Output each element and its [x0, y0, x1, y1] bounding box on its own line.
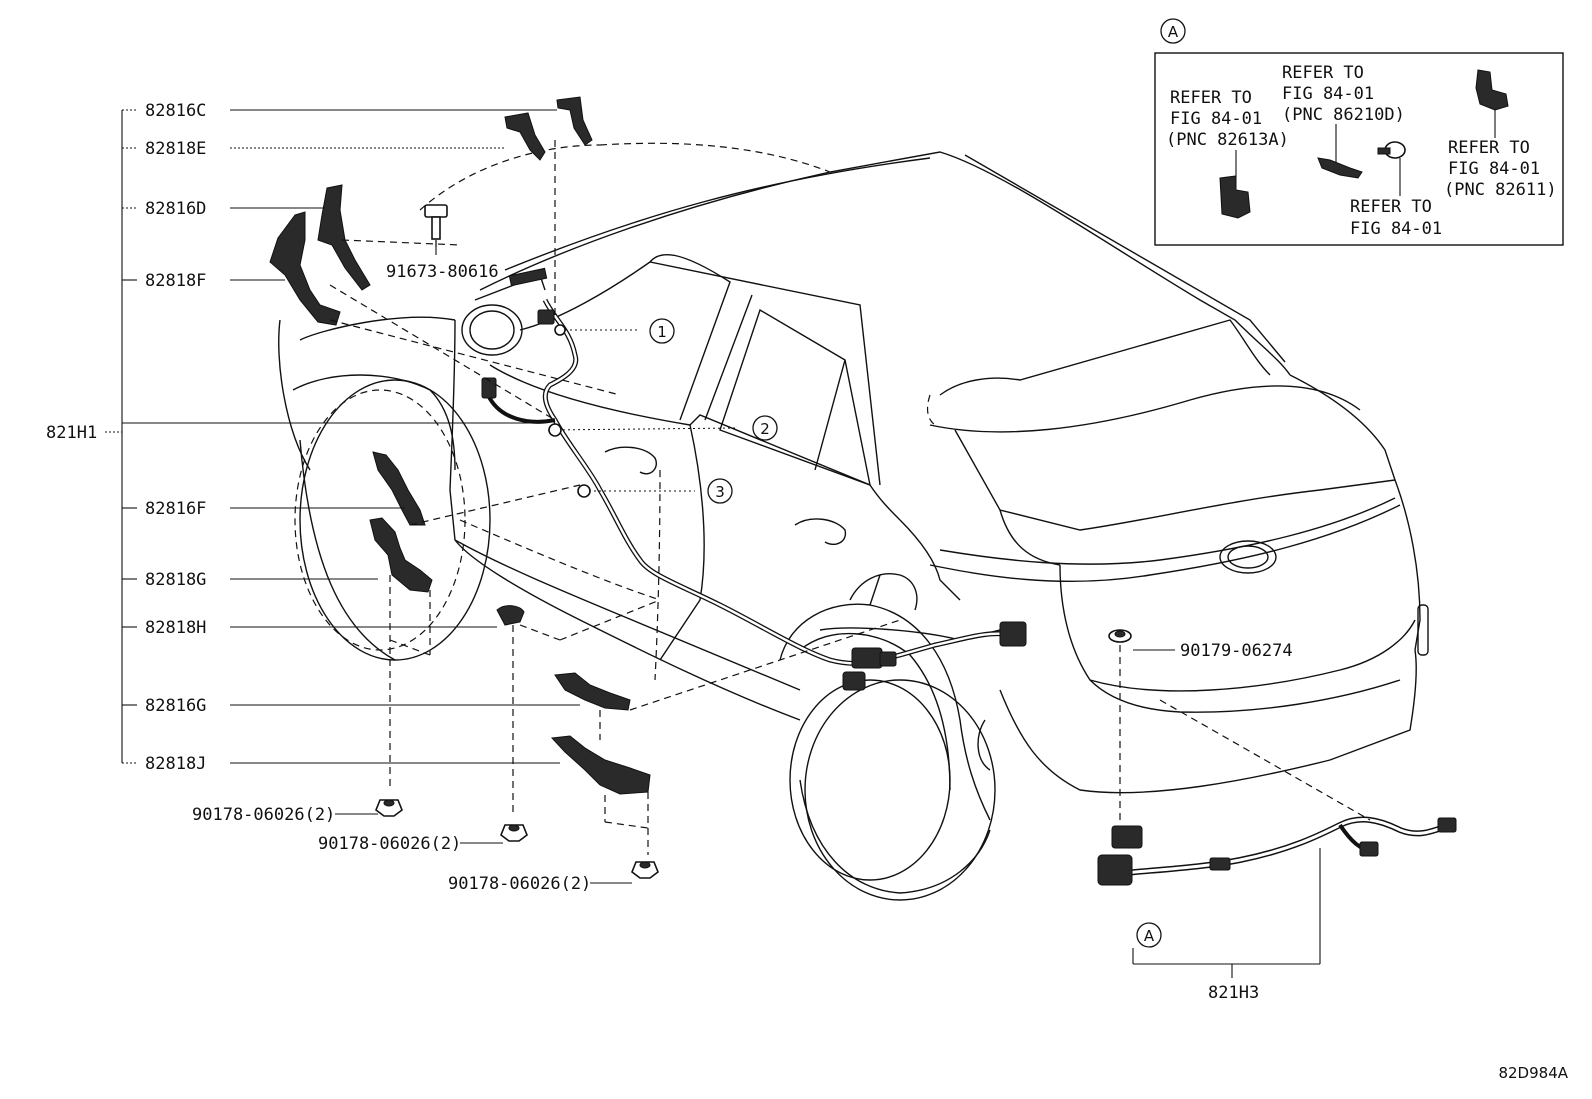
- inset-ref-1-line2: FIG 84-01: [1170, 109, 1262, 129]
- marker-1: 1: [649, 318, 675, 344]
- callout-821h3: 821H3: [1208, 983, 1259, 1003]
- svg-text:3: 3: [715, 483, 725, 501]
- inset-part-82613a: [1219, 175, 1251, 219]
- callout-82818h: 82818H: [145, 618, 206, 638]
- wire-harness-821h3: [1097, 816, 1457, 886]
- callout-82818f: 82818F: [145, 271, 206, 291]
- callout-82816f: 82816F: [145, 499, 206, 519]
- inset-ref-1-line3: (PNC 82613A): [1166, 130, 1289, 150]
- marker-detail-a-bottom: A: [1136, 922, 1162, 948]
- callout-nut-2: 90178-06026(2): [318, 834, 461, 854]
- callout-82818g: 82818G: [145, 570, 206, 590]
- inset-ref-2-line1: REFER TO: [1282, 63, 1364, 83]
- callout-bolt: 91673-80616: [386, 262, 499, 282]
- projection-lines: [329, 140, 1371, 855]
- svg-text:A: A: [1168, 23, 1179, 41]
- part-82818j: [550, 735, 651, 795]
- part-82816f: [372, 451, 426, 526]
- inset-part-86210d: [1317, 157, 1363, 179]
- part-82818e: [504, 112, 546, 161]
- nut-3: [631, 861, 659, 879]
- inset-ref-4-line2: FIG 84-01: [1448, 159, 1540, 179]
- callout-labels: 82816C 82818E 82816D 82818F 821H1 82816F…: [46, 101, 1293, 1003]
- inset-ref-1-line1: REFER TO: [1170, 88, 1252, 108]
- callout-82816c: 82816C: [145, 101, 206, 121]
- svg-text:1: 1: [657, 323, 667, 341]
- svg-text:A: A: [1144, 927, 1155, 945]
- part-82818f: [269, 211, 341, 326]
- clip-90179-06274: [1108, 629, 1132, 643]
- callout-82818j: 82818J: [145, 754, 206, 774]
- inset-ref-4-line3: (PNC 82611): [1444, 180, 1557, 200]
- inset-ref-2-line2: FIG 84-01: [1282, 84, 1374, 104]
- vehicle-outline: [278, 142, 1429, 901]
- part-82816c: [556, 96, 593, 146]
- callout-821h1: 821H1: [46, 423, 97, 443]
- detail-a-inset: A REFER TO FIG 84-01 (PNC 82613A) REFER …: [1154, 18, 1564, 246]
- bolt-91673-80616: [424, 204, 448, 240]
- wire-harness-821h1: [481, 298, 1027, 691]
- marker-3: 3: [707, 478, 733, 504]
- callout-nut-3: 90178-06026(2): [448, 874, 591, 894]
- nut-1: [375, 799, 403, 817]
- part-82818g: [369, 517, 433, 593]
- inset-ref-4-line1: REFER TO: [1448, 138, 1530, 158]
- part-82818h: [496, 605, 525, 626]
- callout-82816d: 82816D: [145, 199, 206, 219]
- inset-part-clip: [1377, 141, 1406, 159]
- inset-ref-2-line3: (PNC 86210D): [1282, 105, 1405, 125]
- leader-lines: [105, 109, 1321, 978]
- inset-ref-3-line2: FIG 84-01: [1350, 219, 1442, 239]
- diagram-id: 82D984A: [1498, 1064, 1568, 1082]
- marker-detail-a: A: [1160, 18, 1186, 44]
- svg-text:2: 2: [760, 420, 770, 438]
- callout-nut-1: 90178-06026(2): [192, 805, 335, 825]
- callout-clip: 90179-06274: [1180, 641, 1293, 661]
- callout-82818e: 82818E: [145, 139, 206, 159]
- nut-2: [500, 824, 528, 842]
- part-82816g: [554, 672, 631, 711]
- callout-82816g: 82816G: [145, 696, 206, 716]
- harness-points: [548, 324, 591, 498]
- inset-ref-3-line1: REFER TO: [1350, 197, 1432, 217]
- marker-2: 2: [752, 415, 778, 441]
- part-82816d: [317, 184, 371, 291]
- protector-parts: [269, 96, 1132, 879]
- inset-part-82611: [1475, 69, 1509, 111]
